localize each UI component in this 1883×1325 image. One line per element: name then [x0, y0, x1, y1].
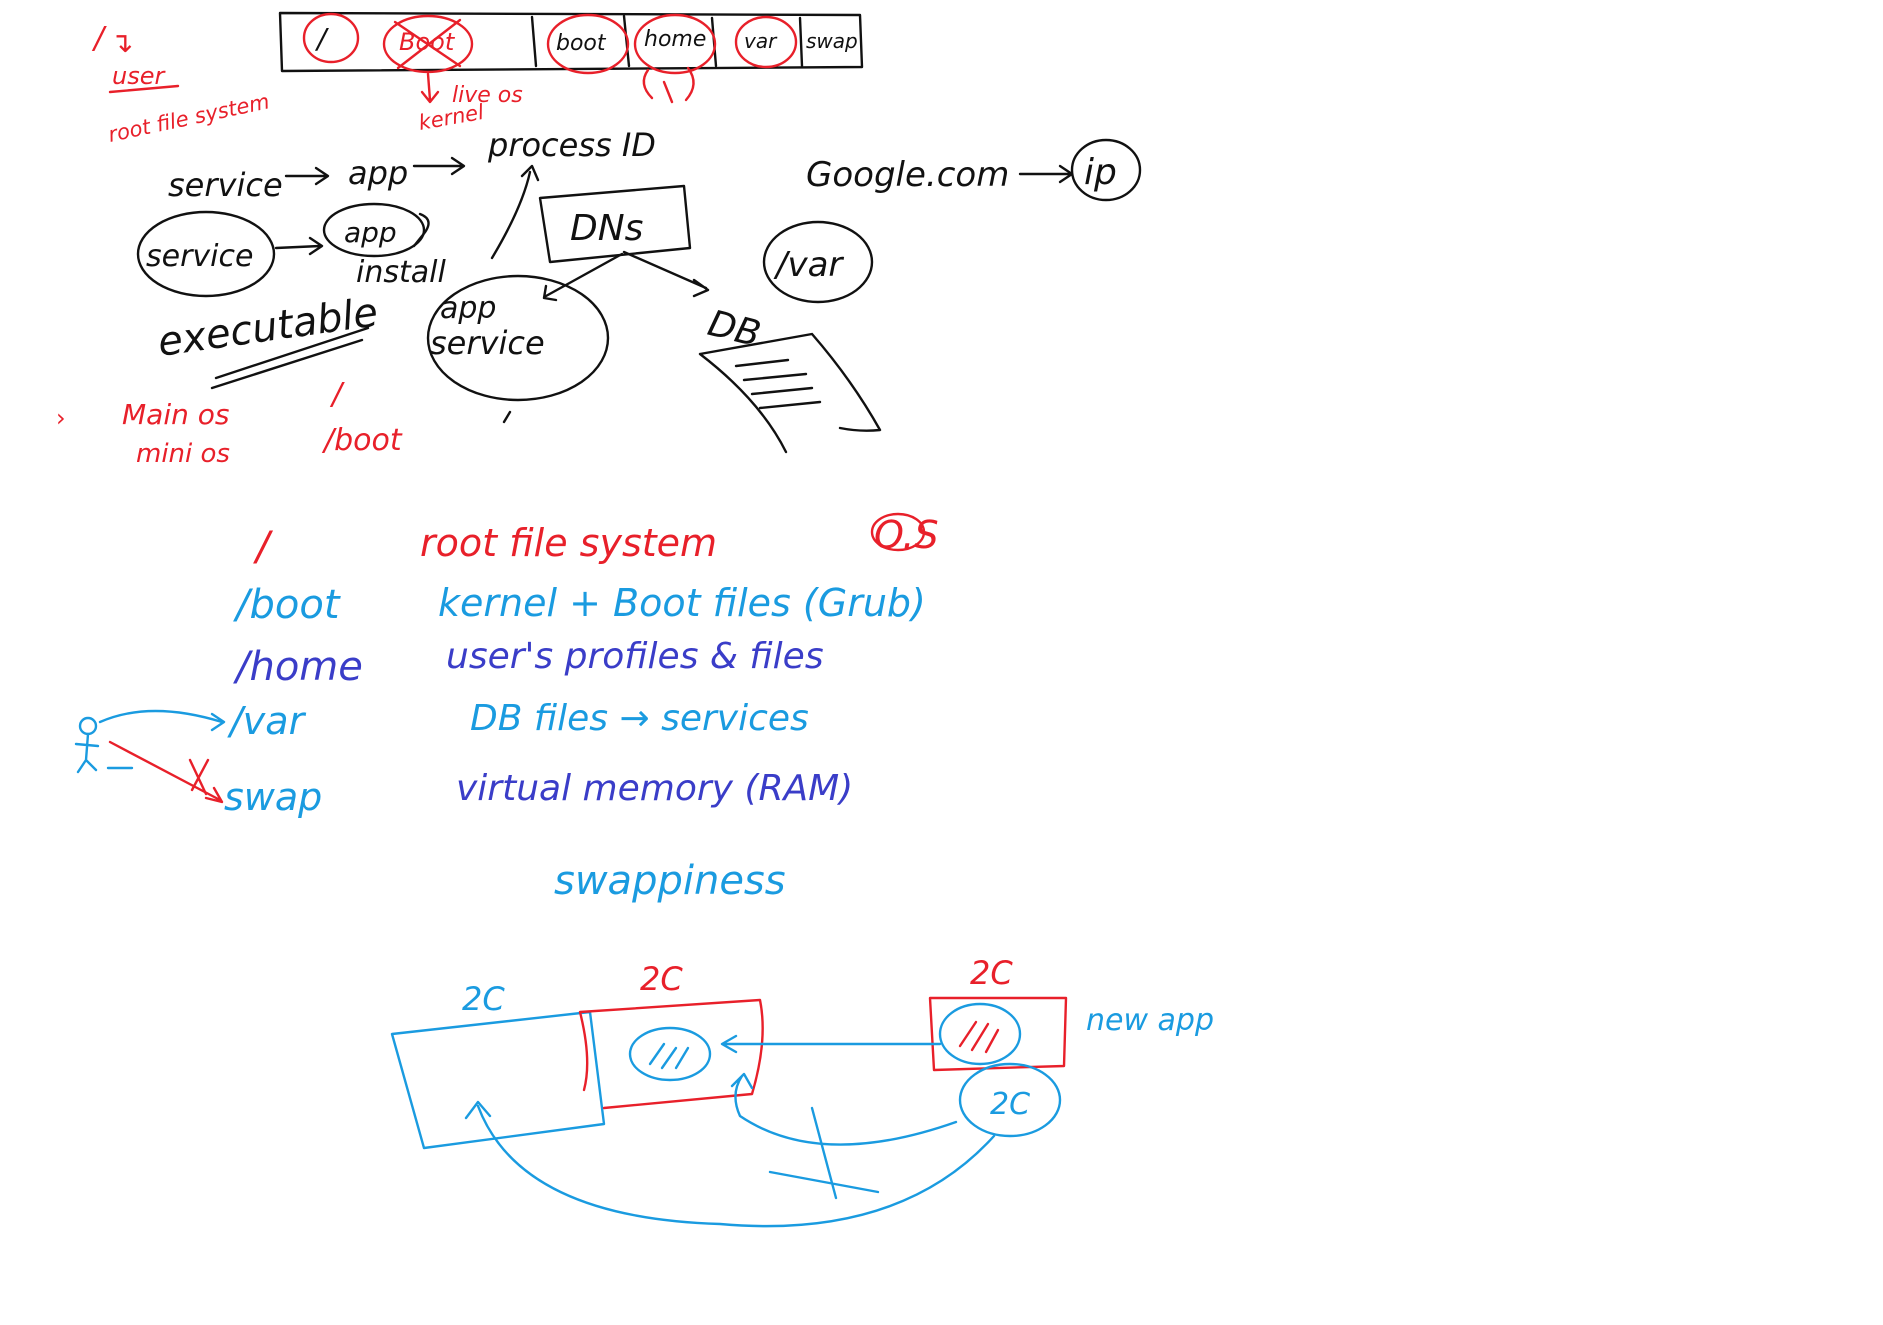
install-hook	[412, 212, 430, 248]
main-os-label: Main os	[122, 398, 229, 431]
memory-label-new: 2C	[970, 954, 1013, 992]
partition-swap-label: swap	[806, 29, 858, 53]
flow-process-id: process ID	[487, 126, 656, 164]
dns-box	[538, 184, 692, 264]
new-app-ring	[938, 1002, 1022, 1066]
legend-desc-boot: kernel + Boot files (Grub)	[438, 581, 926, 625]
arrow-user-swap	[108, 740, 224, 804]
mini-os-path: /boot	[321, 423, 403, 458]
app-service-tick	[502, 410, 512, 424]
note-root-file-system: root file system	[106, 89, 272, 147]
service-bubble	[136, 210, 276, 298]
service-bubble-label: service	[146, 239, 253, 274]
executable-underline	[210, 326, 370, 390]
note-user: user	[112, 62, 166, 90]
os-note-bullet: ›	[56, 404, 66, 432]
root-partition-circle	[302, 12, 360, 64]
partition-home-label: home	[644, 27, 706, 52]
app-service-bubble	[426, 274, 610, 402]
main-os-path: /	[329, 377, 345, 412]
new-app-hatch	[958, 1020, 1000, 1054]
top-left-notes: / ↴ user root file system live os kernel	[91, 21, 523, 147]
new-app-block	[928, 996, 1068, 1072]
memory-new-app-line: new app	[1086, 1003, 1214, 1038]
cross-user-swap	[188, 758, 210, 796]
legend-path-root: /	[253, 524, 274, 570]
arrow-newapp-ram	[720, 1034, 942, 1054]
var-bubble	[762, 220, 874, 304]
legend-desc-swap: virtual memory (RAM)	[456, 768, 853, 809]
note-live-os: live os	[452, 83, 523, 108]
install-label: install	[356, 255, 446, 290]
ip-bubble	[1070, 138, 1142, 202]
partition-bar: / Boot boot home var swap	[278, 11, 864, 104]
ram-block	[390, 1010, 606, 1150]
memory-label-ram: 2C	[462, 980, 505, 1018]
flow-service-text: service	[168, 166, 283, 204]
legend-path-boot: /boot	[233, 582, 341, 628]
app-service-label-2: service	[430, 324, 545, 362]
swap-bubble	[958, 1062, 1062, 1138]
boot-cross-mark	[393, 18, 462, 70]
ram-used-app	[628, 1026, 712, 1082]
google-label: Google.com	[806, 155, 1009, 195]
flow-app-text: app	[348, 154, 408, 192]
app-service-label-1: app	[440, 291, 496, 326]
legend-path-swap: swap	[224, 775, 322, 819]
partition-boot-label: boot	[556, 31, 607, 56]
arrow-app-process	[412, 156, 466, 176]
partition-root-label: /	[314, 22, 329, 55]
arrow-dns-appservice	[542, 252, 624, 302]
os-notes: › Main os / mini os /boot	[56, 377, 403, 469]
legend-desc-root: root file system	[420, 521, 717, 565]
arrow-swap-back-to-ram	[464, 1100, 996, 1228]
service-flow: service app process ID service app insta…	[136, 126, 1142, 454]
legend-path-var: /var	[227, 699, 307, 743]
db-document	[698, 332, 882, 454]
boot-partition-circle	[382, 14, 474, 74]
arrow-user-var	[98, 709, 226, 732]
swappiness-label: swappiness	[554, 858, 786, 904]
legend-path-home: /home	[233, 644, 363, 690]
note-arrow-glyph: ↴	[110, 26, 133, 59]
var-circle	[734, 15, 798, 69]
arrow-swap-ram	[730, 1072, 958, 1146]
legend-desc-var: DB files → services	[470, 698, 809, 739]
app-bubble	[322, 202, 426, 258]
memory-label-swap: 2C	[990, 1087, 1030, 1122]
legend-os-circle	[870, 512, 926, 552]
dns-label: DNs	[570, 208, 643, 249]
home-circle	[633, 13, 717, 75]
mini-os-label: mini os	[136, 439, 230, 469]
arrow-service-bubble-app	[274, 236, 324, 256]
boot-down-arrow	[420, 72, 440, 104]
legend: / root file system O.S /boot kernel + Bo…	[74, 512, 939, 904]
ip-label: ip	[1084, 152, 1117, 193]
note-slash: /	[91, 21, 107, 56]
cross-swap-ram	[768, 1106, 880, 1200]
memory-diagram: 2C 2C 2C new app 2C	[390, 954, 1214, 1228]
arrow-dns-db	[622, 250, 710, 298]
db-document-lines	[734, 358, 822, 410]
legend-desc-home: user's profiles & files	[446, 636, 824, 677]
user-underline	[108, 84, 180, 94]
boot-circle	[546, 13, 630, 75]
arrow-install-process	[490, 164, 540, 260]
home-scribble	[642, 66, 695, 104]
user-stick-figure	[74, 716, 134, 774]
partition-var-label: var	[744, 29, 778, 53]
note-kernel: kernel	[417, 100, 486, 135]
arrow-service-app	[284, 166, 330, 186]
executable-label: executable	[155, 290, 381, 366]
memory-label-used: 2C	[640, 960, 683, 998]
arrow-google-ip	[1018, 164, 1074, 184]
ram-used-app-hatch	[648, 1042, 690, 1070]
legend-os-tag: O.S	[874, 513, 939, 557]
partition-crossed-boot-label: Boot	[399, 28, 456, 56]
var-bubble-label: /var	[773, 245, 844, 285]
app-bubble-label: app	[344, 216, 397, 249]
